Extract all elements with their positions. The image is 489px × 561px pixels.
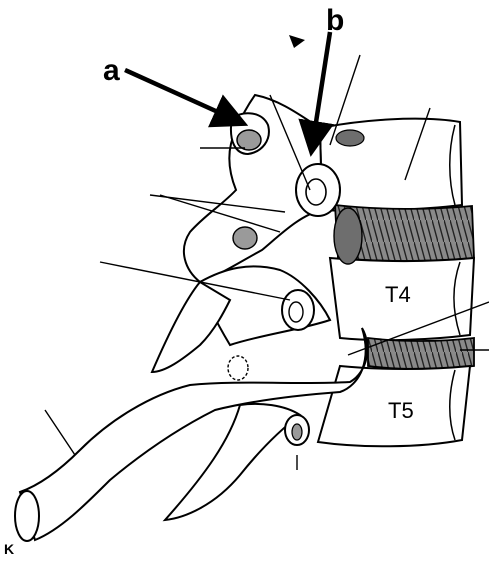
arrow-a xyxy=(125,70,240,122)
label-b: b xyxy=(326,4,344,37)
shaded-facet-left xyxy=(233,227,257,249)
label-t5: T5 xyxy=(388,398,414,423)
shaded-facet-top xyxy=(336,130,364,146)
triangle-marker xyxy=(289,35,305,48)
label-a: a xyxy=(103,54,120,87)
articular-facet-shading xyxy=(237,130,261,150)
label-corner: K xyxy=(4,541,14,556)
intervertebral-foramen-inner xyxy=(289,302,303,322)
lower-foramen-inner xyxy=(292,424,302,440)
label-t4: T4 xyxy=(385,282,411,307)
costal-facet-inner xyxy=(306,179,326,205)
rib-head-highlight xyxy=(228,356,248,380)
shaded-facet-mid xyxy=(334,208,362,264)
rib-end xyxy=(15,491,39,541)
intervertebral-disc-t4-t5 xyxy=(368,338,474,369)
spinous-process-upper xyxy=(152,282,230,372)
